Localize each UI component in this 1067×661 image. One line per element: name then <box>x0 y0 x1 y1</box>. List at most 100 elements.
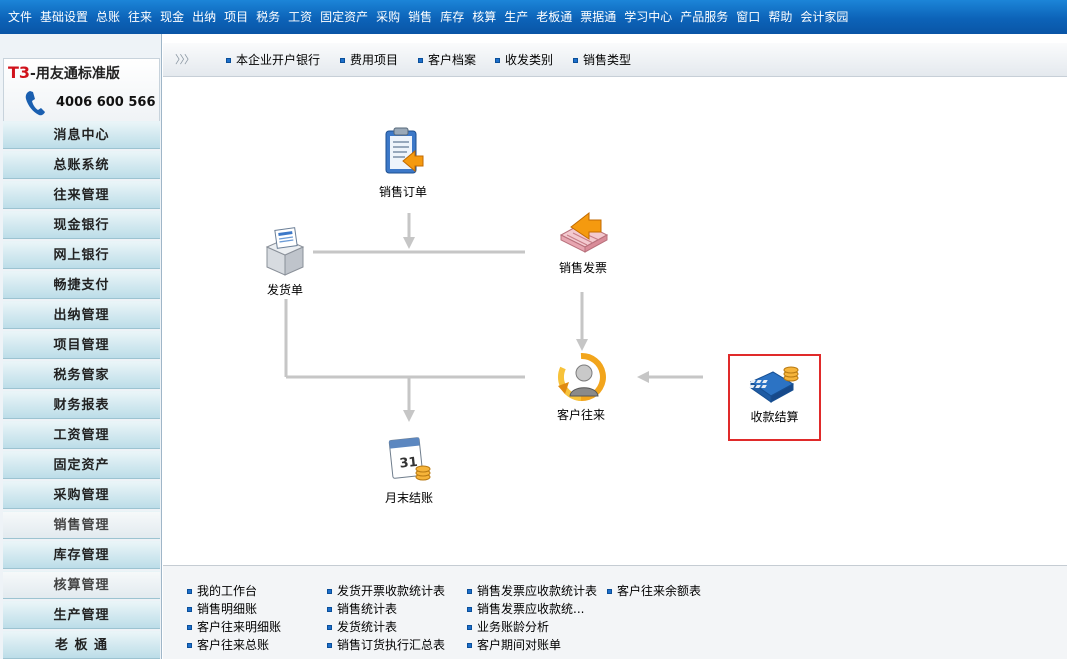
calendar-icon: 31 <box>388 437 431 481</box>
report-link-label: 发货开票收款统计表 <box>337 584 446 598</box>
menu-item[interactable]: 会计家园 <box>800 10 849 24</box>
menu-item[interactable]: 老板通 <box>536 10 573 24</box>
menu-item[interactable]: 票据通 <box>580 10 617 24</box>
tab-expense-items[interactable]: 费用项目 <box>340 43 398 77</box>
sidebar-item[interactable]: 财务报表 <box>3 391 160 419</box>
node-sales-invoice[interactable]: 销售发票 <box>543 207 623 276</box>
sidebar-item[interactable]: 采购管理 <box>3 481 160 509</box>
collapse-chevron-icon[interactable]: 〉〉〉 <box>175 53 195 66</box>
sidebar-item[interactable]: 消息中心 <box>3 121 160 149</box>
report-link[interactable]: 客户期间对账单 <box>467 636 597 654</box>
sidebar-item[interactable]: 生产管理 <box>3 601 160 629</box>
report-link[interactable]: 发货统计表 <box>327 618 445 636</box>
bullet-icon <box>187 607 192 612</box>
menu-item[interactable]: 固定资产 <box>320 10 369 24</box>
report-link[interactable]: 业务账龄分析 <box>467 618 597 636</box>
bullet-icon <box>467 607 472 612</box>
report-link-label: 销售发票应收款统... <box>477 602 585 616</box>
report-link[interactable]: 销售发票应收款统... <box>467 600 597 618</box>
tab-receive-issue-types[interactable]: 收发类别 <box>495 43 553 77</box>
bullet-icon <box>573 58 578 63</box>
sidebar-item[interactable]: 现金银行 <box>3 211 160 239</box>
menu-item[interactable]: 现金 <box>160 10 185 24</box>
bullet-icon <box>418 58 423 63</box>
sidebar-item[interactable]: 工资管理 <box>3 421 160 449</box>
bullet-icon <box>187 643 192 648</box>
sidebar-item[interactable]: 项目管理 <box>3 331 160 359</box>
bullet-icon <box>327 607 332 612</box>
phone-icon <box>25 91 45 116</box>
menu-item[interactable]: 生产 <box>504 10 529 24</box>
menu-item[interactable]: 库存 <box>440 10 465 24</box>
menu-item[interactable]: 产品服务 <box>680 10 729 24</box>
sidebar-item[interactable]: 销售管理 <box>3 511 160 539</box>
menu-bar: 文件基础设置总账往来现金出纳项目税务工资固定资产采购销售库存核算生产老板通票据通… <box>0 0 1067 34</box>
node-label: 发货单 <box>266 283 303 297</box>
report-link[interactable]: 我的工作台 <box>187 582 281 600</box>
bullet-icon <box>340 58 345 63</box>
node-customer-account[interactable]: 客户往来 <box>541 352 621 423</box>
sidebar-item[interactable]: 库存管理 <box>3 541 160 569</box>
sidebar-item[interactable]: 往来管理 <box>3 181 160 209</box>
sidebar-item[interactable]: 总账系统 <box>3 151 160 179</box>
sidebar-item[interactable]: 税务管家 <box>3 361 160 389</box>
report-link-label: 销售统计表 <box>337 602 398 616</box>
tab-sales-types[interactable]: 销售类型 <box>573 43 631 77</box>
menu-item[interactable]: 项目 <box>224 10 249 24</box>
menu-item[interactable]: 出纳 <box>192 10 217 24</box>
sidebar-item[interactable]: 核算管理 <box>3 571 160 599</box>
main-panel: 〉〉〉 本企业开户银行 费用项目 客户档案 收发类别 销售类型 <box>163 34 1067 659</box>
node-sales-order[interactable]: 销售订单 <box>363 125 443 200</box>
sidebar-item[interactable]: 网上银行 <box>3 241 160 269</box>
menu-item[interactable]: 销售 <box>408 10 433 24</box>
menu-item[interactable]: 核算 <box>472 10 497 24</box>
menu-item[interactable]: 学习中心 <box>624 10 673 24</box>
calculator-coins-icon <box>748 366 798 403</box>
node-receipt-settlement-highlighted[interactable]: 收款结算 <box>728 354 821 441</box>
menu-item[interactable]: 工资 <box>288 10 313 24</box>
report-link-label: 客户往来明细账 <box>197 620 282 634</box>
report-link[interactable]: 客户往来余额表 <box>607 582 701 600</box>
report-link[interactable]: 发货开票收款统计表 <box>327 582 445 600</box>
report-column-2: 发货开票收款统计表销售统计表发货统计表销售订货执行汇总表 <box>327 582 445 654</box>
menu-item[interactable]: 税务 <box>256 10 281 24</box>
node-label: 销售发票 <box>558 261 607 275</box>
clipboard-icon <box>385 127 424 174</box>
sidebar-nav: 消息中心总账系统往来管理现金银行网上银行畅捷支付出纳管理项目管理税务管家财务报表… <box>3 121 160 661</box>
tab-customer-archive[interactable]: 客户档案 <box>418 43 476 77</box>
menu-item[interactable]: 往来 <box>128 10 153 24</box>
report-link-label: 销售发票应收款统计表 <box>477 584 598 598</box>
node-month-end-close[interactable]: 31 月末结账 <box>369 433 449 506</box>
report-link-label: 我的工作台 <box>197 584 258 598</box>
menu-item[interactable]: 文件 <box>8 10 33 24</box>
tab-company-bank[interactable]: 本企业开户银行 <box>226 43 320 77</box>
bullet-icon <box>187 625 192 630</box>
report-link[interactable]: 客户往来总账 <box>187 636 281 654</box>
bullet-icon <box>467 625 472 630</box>
report-link[interactable]: 销售明细账 <box>187 600 281 618</box>
menu-item[interactable]: 采购 <box>376 10 401 24</box>
report-link-label: 发货统计表 <box>337 620 398 634</box>
report-link[interactable]: 销售订货执行汇总表 <box>327 636 445 654</box>
sidebar-item[interactable]: 老 板 通 <box>3 631 160 659</box>
node-delivery-note[interactable]: 发货单 <box>245 227 325 298</box>
sidebar-item[interactable]: 畅捷支付 <box>3 271 160 299</box>
report-link[interactable]: 客户往来明细账 <box>187 618 281 636</box>
report-column-4: 客户往来余额表 <box>607 582 701 600</box>
node-receipt-settlement[interactable]: 收款结算 <box>730 364 819 425</box>
sidebar-item[interactable]: 固定资产 <box>3 451 160 479</box>
report-column-1: 我的工作台销售明细账客户往来明细账客户往来总账 <box>187 582 281 654</box>
node-label: 收款结算 <box>750 410 799 424</box>
bullet-icon <box>327 625 332 630</box>
menu-item[interactable]: 帮助 <box>768 10 793 24</box>
report-link[interactable]: 销售统计表 <box>327 600 445 618</box>
menu-item[interactable]: 窗口 <box>736 10 761 24</box>
sidebar-item[interactable]: 出纳管理 <box>3 301 160 329</box>
menu-item[interactable]: 总账 <box>96 10 121 24</box>
quick-toolbar: 〉〉〉 本企业开户银行 费用项目 客户档案 收发类别 销售类型 <box>163 43 1067 77</box>
menu-item[interactable]: 基础设置 <box>40 10 89 24</box>
report-link[interactable]: 销售发票应收款统计表 <box>467 582 597 600</box>
report-column-3: 销售发票应收款统计表销售发票应收款统... 业务账龄分析客户期间对账单 <box>467 582 597 654</box>
support-phone: 4006 600 566 <box>56 95 156 110</box>
package-icon <box>265 227 305 276</box>
